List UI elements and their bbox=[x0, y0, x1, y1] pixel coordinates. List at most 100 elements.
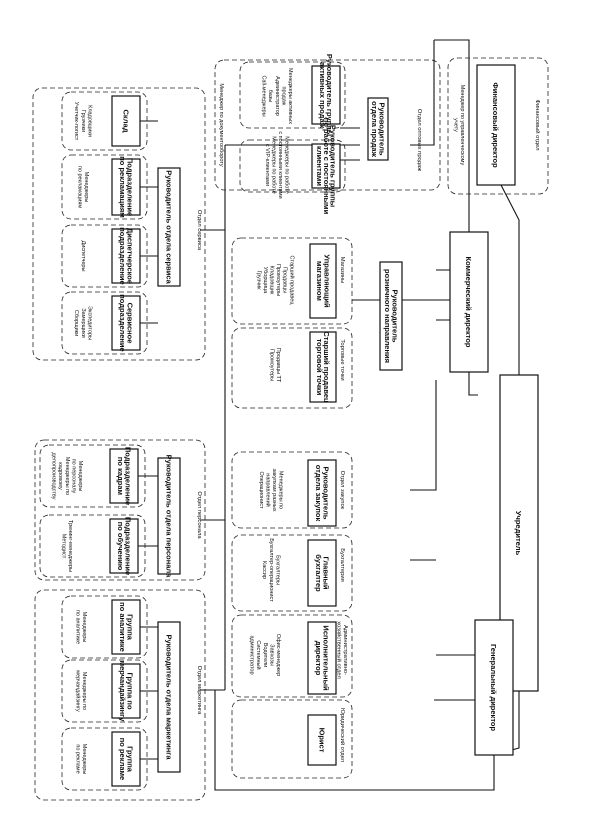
admin-head-box-label-line: директор bbox=[314, 641, 323, 676]
service-unit-staff-0-line: Кладовщики bbox=[86, 105, 92, 137]
personnel-unit-staff-1-line: Методист bbox=[61, 534, 67, 559]
stores-head-box-label-line: магазином bbox=[315, 261, 324, 301]
purchase-label-line: Отдел закупок bbox=[339, 471, 345, 510]
regular-sales-frame bbox=[239, 139, 346, 193]
stores-staff-line: Продавцы bbox=[282, 267, 288, 293]
service-head-box bbox=[157, 167, 181, 287]
regular-sales-staff-line: Менеджеры по работе bbox=[284, 136, 290, 193]
service-dept-frame bbox=[32, 87, 206, 361]
admin-staff: Офис-менеджерЗавхозыВодителиСистемныйадм… bbox=[249, 634, 281, 676]
commercial-director-box bbox=[449, 231, 489, 373]
active-sales-staff-line: базы bbox=[267, 90, 273, 103]
marketing-unit-box-0-label-line: по аналитике bbox=[118, 602, 127, 652]
points-staff-line: Продавцы ТТ bbox=[275, 348, 281, 383]
finance-director-box bbox=[476, 64, 516, 186]
personnel-unit-box-0-label-line: по кадрам bbox=[116, 457, 125, 496]
group-frames bbox=[32, 57, 549, 801]
purchase-head-box-label-line: Руководитель bbox=[321, 467, 330, 520]
general-director-box-label: Генеральный директор bbox=[489, 644, 498, 732]
commercial-director-box-label: Коммерческий директор bbox=[464, 257, 473, 348]
legal-head-box-label: Юрист bbox=[317, 728, 326, 753]
personnel-unit-staff-0-line: делопроизводству bbox=[51, 453, 57, 500]
active-sales-frame bbox=[239, 61, 346, 129]
points-label-line: Торговые точки bbox=[339, 339, 345, 380]
accounting-label: Бухгалтерия bbox=[339, 548, 345, 581]
personnel-unit-staff-0-line: Менеджеры bbox=[77, 461, 83, 492]
retail-head-box bbox=[379, 261, 403, 371]
personnel-unit-box-0-label-line: Подразделение bbox=[123, 447, 132, 505]
admin-staff-line: Завхозы bbox=[268, 644, 274, 666]
marketing-unit-frame-1 bbox=[61, 659, 148, 723]
service-unit-staff-1-line: по рекламациям bbox=[77, 166, 83, 208]
sales-dept-label-line: Отдел оптовых продаж bbox=[416, 109, 422, 171]
admin-label-line: Административно- bbox=[342, 625, 348, 675]
purchase-frame bbox=[231, 451, 353, 529]
position-boxes bbox=[109, 64, 539, 787]
service-unit-staff-0-line: Грузчики bbox=[80, 110, 86, 132]
accounting-head-box-label-line: бухгалтер bbox=[314, 554, 323, 592]
finance-dept-label: Финансовый отдел bbox=[534, 100, 541, 151]
service-head-box-label: Руководитель отдела сервиса bbox=[165, 170, 174, 284]
accounting-head-box bbox=[307, 539, 337, 607]
service-unit-staff-1-line: Менеджеры bbox=[83, 172, 89, 203]
service-unit-staff-3-line: Замерщики bbox=[80, 308, 86, 337]
stores-staff-line: Грузчик bbox=[255, 270, 261, 290]
service-unit-box-3-label-line: Сервисное bbox=[125, 303, 134, 344]
service-unit-staff-3-line: Экспедиторы bbox=[86, 306, 92, 340]
regular-sales-head-box-label-line: клиентами bbox=[315, 146, 324, 186]
service-unit-frame-2 bbox=[61, 224, 148, 288]
points-frame bbox=[231, 327, 353, 409]
personnel-unit-box-0 bbox=[109, 448, 139, 504]
active-sales-staff-line: Администратор bbox=[274, 76, 280, 116]
stores-staff-line: Старший продавец bbox=[288, 256, 295, 306]
points-head-box bbox=[309, 331, 337, 403]
marketing-unit-box-2-label-line: Группа bbox=[125, 746, 134, 773]
service-unit-staff-2-line: Диспетчеры bbox=[80, 241, 86, 272]
stores-label: Магазины bbox=[339, 257, 345, 284]
marketing-unit-frame-0 bbox=[61, 595, 148, 659]
active-sales-staff-line: Менеджеры активных bbox=[287, 68, 293, 124]
service-unit-staff-3-line: Сборщики bbox=[73, 310, 79, 336]
stores-staff: Старший продавецПродавцыПромоутерыКладов… bbox=[255, 256, 295, 306]
service-unit-box-1 bbox=[111, 158, 141, 216]
personnel-unit-box-1 bbox=[109, 518, 139, 574]
personnel-unit-staff-0-line: кадровому bbox=[57, 462, 63, 490]
personnel-dept-label-line: Отдел персонала bbox=[196, 491, 202, 539]
marketing-unit-staff-2-line: по рекламе bbox=[75, 744, 81, 773]
regular-sales-head-box bbox=[311, 143, 341, 189]
points-staff-line: Промоутеры bbox=[269, 349, 275, 381]
service-dept-label: Отдел сервиса bbox=[196, 210, 202, 251]
retail-head-box-label-line: Руководитель bbox=[390, 290, 399, 343]
personnel-head-box-label-line: Руководитель отдела персонала bbox=[165, 455, 174, 578]
active-sales-staff-line: продаж bbox=[280, 87, 286, 106]
marketing-head-box bbox=[157, 621, 181, 773]
regular-sales-head-box-label-line: Руководитель группы bbox=[329, 125, 338, 207]
marketing-unit-staff-2-line: Менеджеры bbox=[81, 744, 87, 775]
marketing-dept-label: Отдел маркетинга bbox=[196, 666, 202, 716]
personnel-unit-box-1-label-line: по обучению bbox=[116, 522, 125, 571]
personnel-unit-staff-0-line: по персоналу bbox=[70, 459, 76, 494]
stores-label-line: Магазины bbox=[339, 257, 345, 284]
finance-staff-line: учету bbox=[453, 118, 459, 132]
admin-staff-line: администратор bbox=[249, 635, 255, 674]
regular-sales-staff-line: с постоянными клиентами bbox=[277, 131, 283, 198]
cd-link bbox=[468, 372, 478, 396]
general-director-box-label-line: Генеральный директор bbox=[489, 644, 498, 732]
finance-dept-label-line: Финансовый отдел bbox=[534, 100, 541, 151]
commercial-director-box-label-line: Коммерческий директор bbox=[464, 257, 473, 348]
purchase-head-box-label-line: отдела закупок bbox=[314, 465, 323, 522]
purchase-staff-line: Операционист bbox=[258, 471, 264, 509]
purchase-staff-line: Менеджеры по bbox=[278, 471, 284, 509]
